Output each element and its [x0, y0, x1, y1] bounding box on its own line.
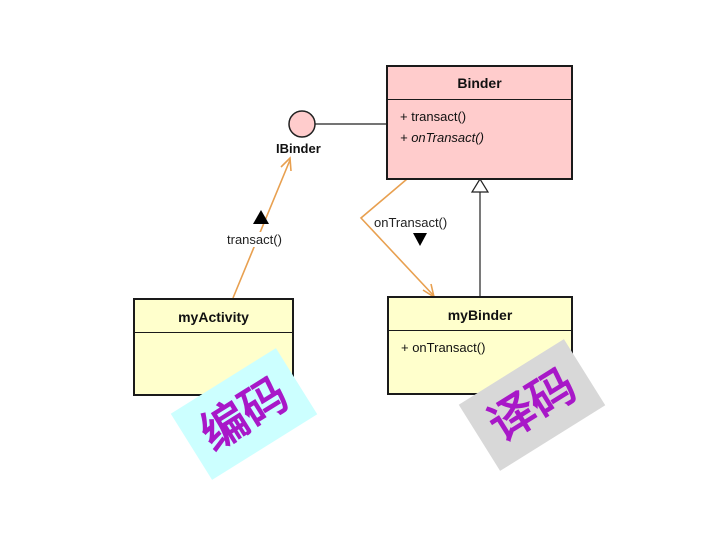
ibinder-interface-circle [288, 110, 316, 138]
ibinder-label: IBinder [276, 141, 321, 156]
ontransact-call-arrow [359, 178, 435, 297]
binder-class: Binder + transact() + onTransact() [386, 65, 573, 180]
binder-class-name: Binder [388, 67, 571, 100]
transact-call-arrow [232, 159, 291, 299]
ontransact-direction-triangle [413, 233, 427, 246]
binder-op-transact: + transact() [400, 109, 467, 124]
transact-direction-triangle [253, 210, 269, 224]
binder-op-ontransact: + onTransact() [400, 130, 484, 145]
ontransact-call-label: onTransact() [374, 215, 448, 230]
binder-operations: + transact() + onTransact() [388, 100, 571, 148]
inheritance-arrowhead [470, 177, 490, 193]
transact-call-label: transact() [226, 232, 283, 247]
transact-call-arrowhead [280, 156, 292, 172]
mybinder-class: myBinder + onTransact() [387, 296, 573, 395]
mybinder-operations: + onTransact() [389, 331, 571, 358]
mybinder-op-ontransact: + onTransact() [401, 340, 486, 355]
myactivity-class-name: myActivity [135, 300, 292, 333]
mybinder-class-name: myBinder [389, 298, 571, 331]
